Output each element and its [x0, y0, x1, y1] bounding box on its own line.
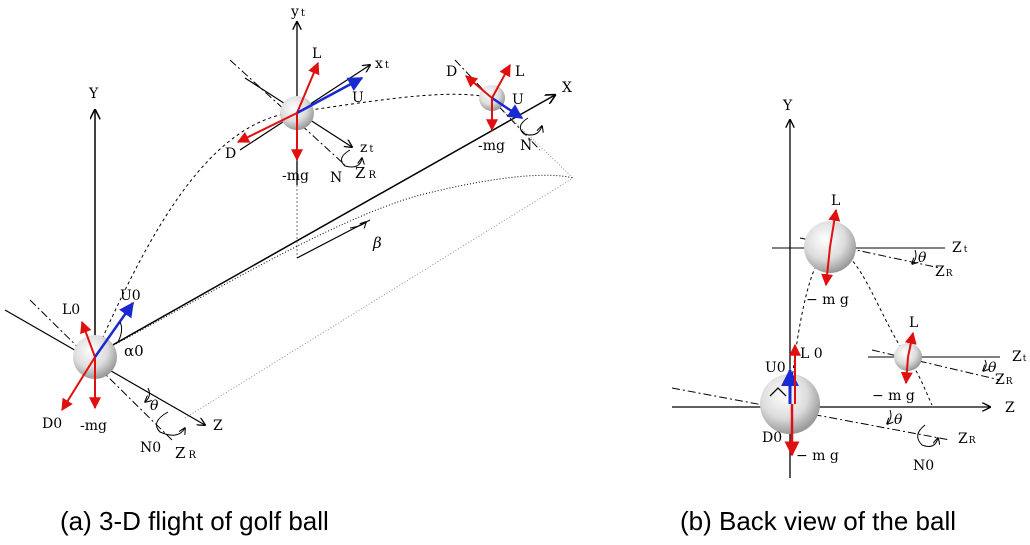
weight-label-mid: − m g — [872, 388, 915, 404]
velocity-label-end: U — [512, 92, 524, 108]
drag-label-apex: D — [225, 146, 236, 162]
theta-label-top: θ — [918, 250, 927, 266]
trajectory — [94, 93, 493, 356]
ground-trajectory — [94, 174, 574, 356]
drag-label-end: D — [446, 64, 457, 80]
launch-angle-arc — [117, 321, 123, 343]
beta-label: β — [372, 234, 382, 252]
drag-arrow-end — [465, 75, 493, 99]
lift-label-apex: L — [312, 46, 321, 62]
drag-arrow-start — [61, 356, 96, 412]
weight-label-apex: -mg — [282, 168, 309, 184]
drag-arrow-apex — [236, 112, 298, 143]
theta-arc-bottom — [887, 409, 891, 424]
lift-label-mid: L — [909, 315, 918, 331]
lift-arrow-mid — [904, 331, 917, 358]
x-axis — [94, 95, 555, 356]
lift-arrow-end — [491, 63, 511, 99]
velocity-label-apex: U — [352, 90, 364, 106]
spin-arc-apex — [340, 149, 362, 168]
zr-axis-b — [671, 387, 951, 441]
lift-label-top: L — [831, 193, 840, 209]
zr-axis-end — [454, 59, 541, 151]
velocity-label-bottom: U0 — [765, 360, 786, 376]
velocity-arrow-start — [93, 301, 135, 358]
spin-label-end: N — [520, 138, 532, 154]
spin-label-apex: N — [330, 170, 342, 186]
zr-label-bottom: ZR — [958, 431, 976, 447]
weight-label-top: − m g — [806, 292, 849, 308]
lift-arrow-start — [80, 320, 96, 358]
spin-arc-end — [519, 117, 542, 136]
caption-b: (b) Back view of the ball — [680, 506, 956, 536]
zr-axis-apex — [229, 59, 346, 166]
spin-label-bottom: N0 — [913, 458, 934, 474]
theta-label-mid: θ — [988, 360, 997, 376]
theta-arc-mid — [983, 359, 986, 371]
right-angle-mark — [769, 387, 787, 397]
weight-label-start: -mg — [80, 418, 107, 434]
lift-label-bottom: L 0 — [800, 346, 823, 362]
lift-arrow-top — [828, 208, 841, 248]
caption-a: (a) 3-D flight of golf ball — [60, 506, 329, 536]
zt-label-mid: Zt — [1012, 349, 1027, 365]
theta-label-start: θ — [150, 398, 159, 414]
drag-label-bottom: D0 — [762, 430, 782, 446]
theta-arc-top — [912, 249, 916, 264]
launch-angle-label: α0 — [124, 342, 144, 360]
spin-label-start: N0 — [140, 440, 161, 456]
weight-arrow-mid — [900, 356, 913, 385]
zr-axis-b-mid — [871, 349, 1001, 381]
theta-arc-start — [145, 387, 149, 402]
zr-label-top: ZR — [935, 264, 953, 280]
lift-label-end: L — [515, 64, 524, 80]
x-axis-label: X — [562, 80, 572, 96]
drag-label-start: D0 — [42, 416, 62, 432]
spin-arc-bottom — [917, 424, 938, 447]
trajectory-b — [789, 247, 933, 406]
velocity-arrow-end — [491, 96, 524, 120]
velocity-label-start: U0 — [120, 288, 141, 304]
weight-label-end: -mg — [478, 138, 505, 154]
y-axis-label-b: Y — [782, 98, 793, 114]
y-axis-label: Y — [88, 86, 99, 102]
ground-line — [184, 177, 574, 419]
weight-label-bottom: − m g — [796, 448, 839, 464]
spin-arc-start — [155, 411, 185, 436]
weight-arrow-top — [821, 246, 834, 287]
beta-arc — [349, 222, 366, 228]
velocity-arrow-apex — [296, 76, 364, 115]
z-axis-label: Z — [213, 418, 223, 434]
theta-label-bottom: θ — [894, 412, 903, 428]
landing-line — [491, 99, 574, 179]
zr-label-mid: ZR — [995, 372, 1013, 388]
z-axis-label-b: Z — [1005, 400, 1015, 416]
lift-label-start: L0 — [62, 302, 80, 318]
lift-arrow-apex — [296, 61, 320, 114]
